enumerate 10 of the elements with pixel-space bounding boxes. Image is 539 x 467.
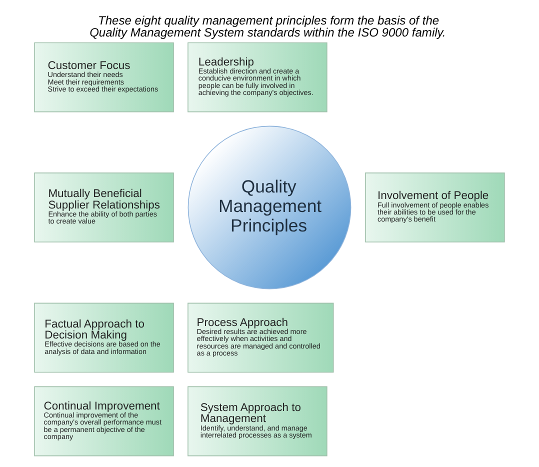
node-box: Mutually Beneficial Supplier Relationships Enhance the ability of both parties to create value <box>34 172 174 242</box>
node-box: Factual Approach to Decision Making Effective decisions are based on the analysis of data and information <box>34 302 174 372</box>
node-box: Customer Focus Understand their needs Meet their requirements Strive to exceed their expectations <box>34 42 174 112</box>
node-box: Involvement of People Full involvement of people enables their abilities to be used for the company's benefit <box>365 172 505 242</box>
node-box: System Approach to Management Identify, understand, and manage interrelated processes as a system <box>188 386 328 456</box>
node-box: Leadership Establish direction and create a conducive environment in which people can be fully involved in achieving the company's objectives. <box>188 42 328 112</box>
node-box: Process Approach Desired results are achieved more effectively when activities and resources are managed and controlled as a process <box>188 302 334 372</box>
node-box: Continual Improvement Continual improvement of the company's overall performance must be a permanent objective of the company <box>34 386 174 456</box>
diagram-title: These eight quality management principles form the basis of the Quality Management System standards within the ISO 9000 family. <box>90 12 446 39</box>
node-circle: Quality Management Principles <box>188 125 352 289</box>
